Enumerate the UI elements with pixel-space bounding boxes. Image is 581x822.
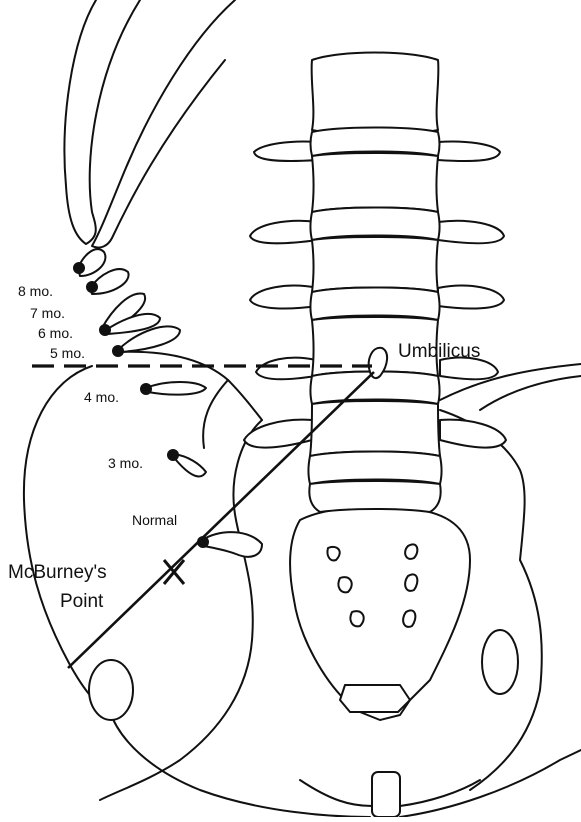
appendix-4mo [146,382,206,395]
pelvic-floor [110,712,370,817]
vertebra-2-process-right [250,221,318,244]
spine [244,53,506,513]
label-4mo: 4 mo. [84,389,119,405]
label-mcburney-line1: McBurney's [8,562,107,583]
vertebra-1-process-right [254,141,318,161]
label-7mo: 7 mo. [30,305,65,321]
disc-5 [309,452,442,485]
label-normal: Normal [132,512,177,528]
right-iliac-outline [24,366,110,712]
ribs [64,0,235,248]
disc-3 [311,288,440,321]
label-3mo: 3 mo. [108,455,143,471]
label-mcburney-line2: Point [60,591,104,612]
vertebra-1-process-left [438,141,500,161]
rib-outer [64,0,140,244]
hip-joint-right [89,660,133,720]
appendix-3mo [174,454,206,476]
disc-2 [311,208,440,241]
dot-4mo [140,383,152,395]
iliac-crest-inner [203,380,228,448]
vertebra-5-process-left [440,420,506,448]
dot-normal [197,536,209,548]
vertebra-3-process-left [438,286,504,309]
dot-7mo [86,281,98,293]
left-flank-line-2 [480,376,581,410]
pubic-symphysis [372,772,400,817]
appendix-normal [202,532,262,557]
rib-inner [92,0,235,248]
label-8mo: 8 mo. [18,283,53,299]
vertebra-4-process-right [256,358,316,380]
hip-joint-left [482,630,518,694]
dot-3mo [167,449,179,461]
vertebra-4 [310,401,440,456]
vertebra-5 [309,481,440,512]
vertebra-0-top [312,53,439,135]
vertebra-2 [312,237,438,292]
label-5mo: 5 mo. [50,345,85,361]
dot-5mo [112,345,124,357]
vertebra-1 [312,153,438,212]
dot-6mo [99,324,111,336]
coccyx [340,685,410,712]
vertebra-2-process-left [438,221,504,244]
right-innominate [100,420,262,800]
sacrum [290,507,470,720]
label-umbilicus: Umbilicus [398,341,480,362]
vertebra-3-process-right [250,286,318,309]
dot-8mo [73,262,85,274]
pelvic-floor-left [400,750,581,817]
label-6mo: 6 mo. [38,325,73,341]
disc-1 [311,128,440,157]
